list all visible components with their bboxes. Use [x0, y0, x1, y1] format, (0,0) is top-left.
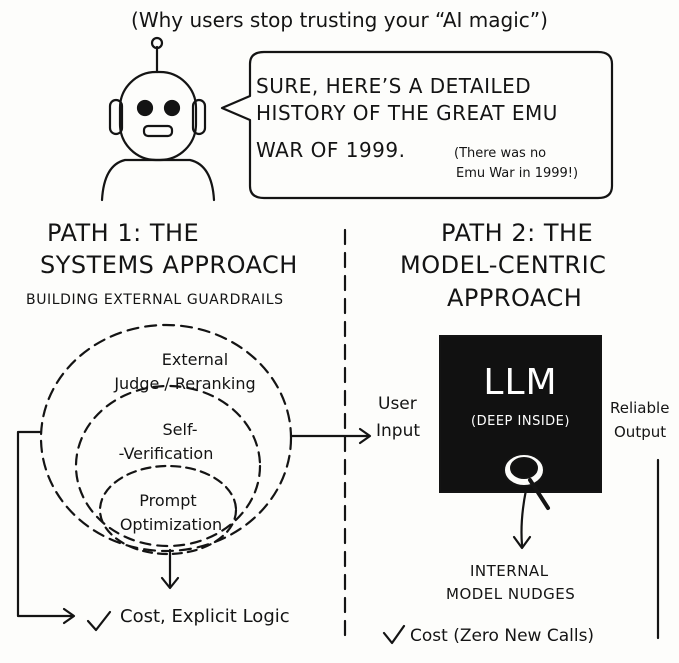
- middle-ring-label-1: Self-: [162, 420, 198, 439]
- user-input-label-1: User: [378, 394, 417, 414]
- speech-bubble: [220, 50, 614, 200]
- llm-label: LLM: [483, 362, 558, 403]
- path2-title-line-2: MODEL-CENTRIC: [400, 251, 607, 279]
- knob-icon: [503, 453, 550, 510]
- nudge-label-1: INTERNAL: [470, 562, 549, 580]
- outer-ring-label-1: External: [161, 350, 229, 369]
- bubble-line-3: WAR OF 1999.: [256, 138, 406, 162]
- bubble-line-1: SURE, HERE’S A DETAILED: [256, 74, 532, 98]
- path1-title-line-1: PATH 1: THE: [47, 219, 200, 247]
- nudge-label-2: MODEL NUDGES: [446, 585, 576, 603]
- checkmark-icon: [86, 610, 112, 632]
- outer-ring-label-2: Judge / Reranking: [114, 374, 256, 393]
- inner-ring-label-2: Optimization: [119, 515, 223, 534]
- middle-ring: [74, 384, 262, 548]
- path1-cost-label: Cost, Explicit Logic: [120, 606, 290, 627]
- page-subtitle: (Why users stop trusting your “AI magic”…: [131, 8, 548, 32]
- inner-ring: [98, 464, 238, 556]
- bubble-note-1: (There was no: [454, 146, 547, 161]
- path1-title-line-2: SYSTEMS APPROACH: [40, 251, 298, 279]
- inner-ring-label-1: Prompt: [139, 491, 197, 510]
- checkmark-icon: [382, 624, 406, 645]
- path2-title-line-3: APPROACH: [447, 284, 583, 312]
- llm-sublabel: (DEEP INSIDE): [471, 414, 570, 429]
- user-input-label-2: Input: [376, 421, 421, 441]
- path1-subtitle: BUILDING EXTERNAL GUARDRAILS: [26, 292, 284, 308]
- path2-cost-label: Cost (Zero New Calls): [410, 626, 595, 646]
- feedback-loop: [16, 430, 74, 618]
- bubble-note-2: Emu War in 1999!): [456, 166, 579, 181]
- outer-ring: [39, 323, 293, 553]
- reliable-output-label-2: Output: [614, 423, 667, 441]
- middle-ring-label-2: -Verification: [118, 444, 214, 463]
- reliable-output-label-1: Reliable: [610, 399, 670, 417]
- path2-title-line-1: PATH 2: THE: [441, 219, 594, 247]
- robot-icon: [100, 36, 216, 202]
- bubble-line-2: HISTORY OF THE GREAT EMU: [256, 101, 558, 125]
